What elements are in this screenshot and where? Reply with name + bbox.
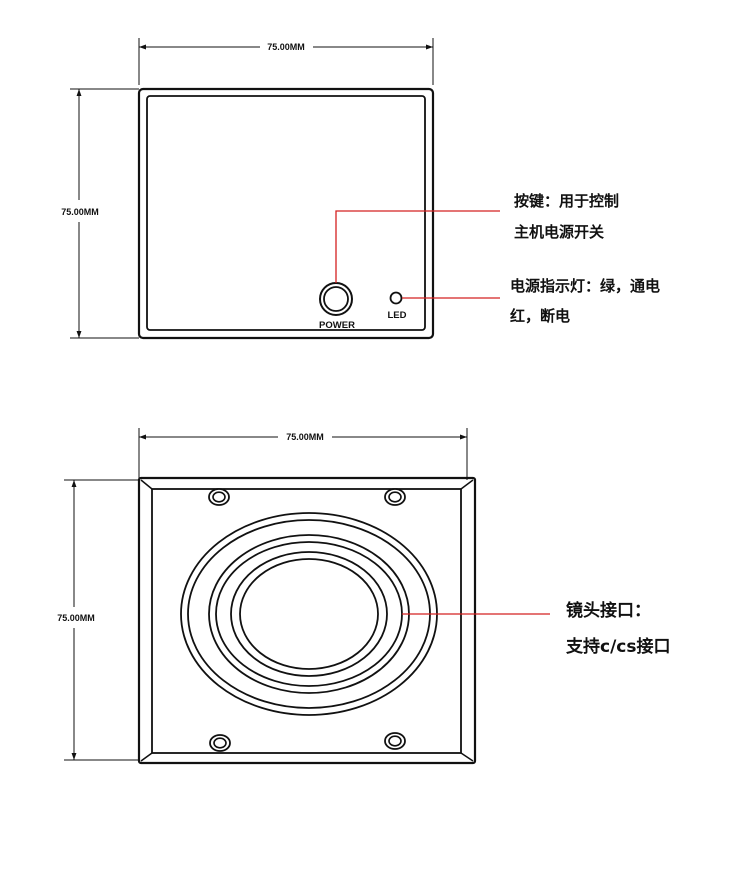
front-width-dimension: 75.00MM bbox=[138, 38, 434, 85]
front-panel-inner bbox=[146, 95, 426, 331]
lens-callout-line1: 镜头接口： bbox=[566, 600, 651, 621]
rear-height-dimension: 75.00MM bbox=[57, 479, 139, 761]
button-leader-line bbox=[335, 210, 500, 283]
led-indicator bbox=[389, 291, 403, 305]
screw-bottom-left bbox=[209, 734, 231, 752]
screw-bottom-right bbox=[384, 732, 406, 750]
led-label: LED bbox=[388, 310, 407, 321]
rear-view: 75.00MM 75.00MM bbox=[57, 428, 670, 765]
button-callout-line2: 主机电源开关 bbox=[514, 223, 604, 241]
rear-panel-inner bbox=[151, 488, 462, 754]
front-view: 75.00MM 75.00MM POWER LED 按键：用于控制 主机电源开关… bbox=[61, 38, 660, 340]
led-callout-line1: 电源指示灯：绿，通电 bbox=[510, 277, 660, 295]
rear-width-dimension: 75.00MM bbox=[138, 428, 468, 480]
lens-callout-line2: 支持c/cs接口 bbox=[566, 636, 670, 657]
led-callout-line2: 红，断电 bbox=[510, 307, 570, 325]
screw-top-left bbox=[208, 488, 230, 506]
rear-height-label: 75.00MM bbox=[57, 613, 95, 623]
front-width-label: 75.00MM bbox=[267, 42, 305, 52]
front-height-dimension: 75.00MM bbox=[61, 88, 139, 339]
lens-mount bbox=[180, 512, 438, 716]
rear-width-label: 75.00MM bbox=[286, 432, 324, 442]
power-label: POWER bbox=[319, 320, 355, 331]
screw-top-right bbox=[384, 488, 406, 506]
rear-panel-outer bbox=[137, 476, 477, 765]
power-button[interactable] bbox=[319, 282, 353, 316]
front-height-label: 75.00MM bbox=[61, 207, 99, 217]
button-callout-line1: 按键：用于控制 bbox=[514, 192, 619, 210]
front-panel-outer bbox=[137, 87, 435, 340]
rear-panel-bevel bbox=[140, 479, 474, 762]
